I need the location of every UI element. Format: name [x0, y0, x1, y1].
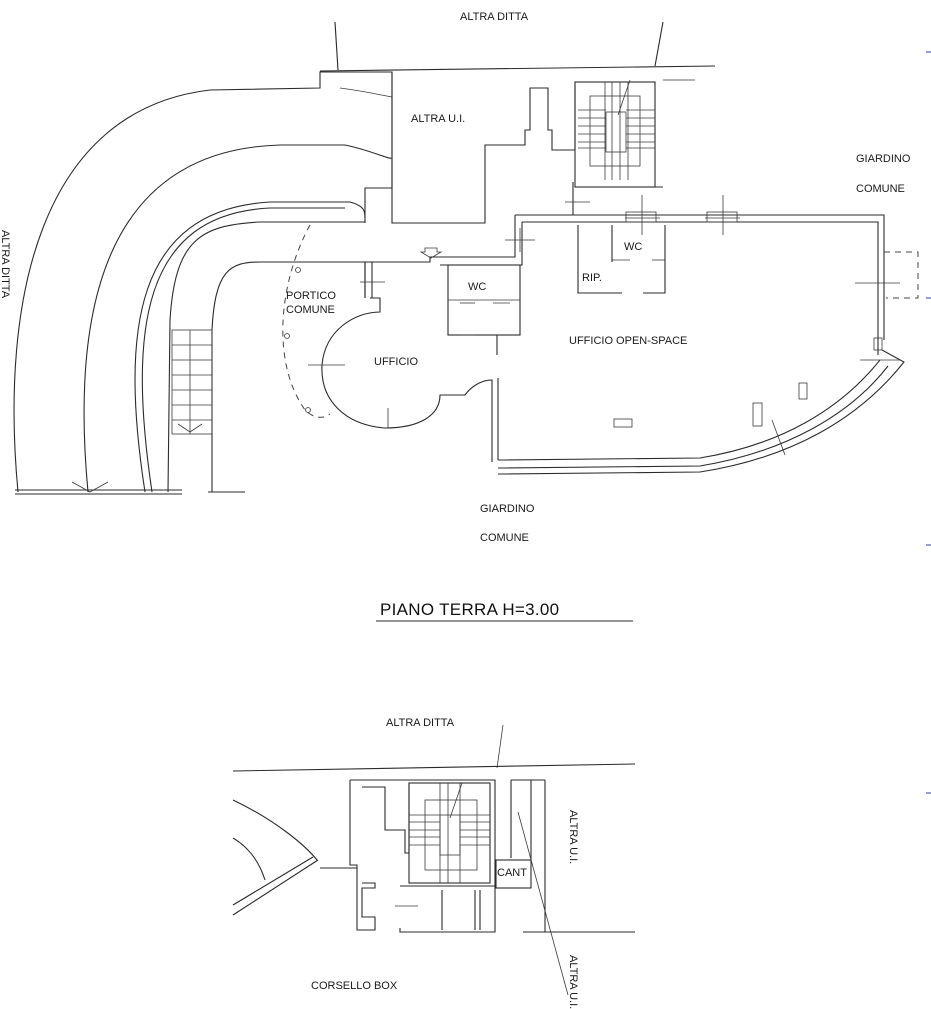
boundary-line [334, 21, 339, 71]
label-basement-other-unit-right: ALTRA U.I. [567, 810, 579, 865]
label-garden-bottom-2: COMUNE [480, 532, 529, 544]
label-basement-other-unit-bottom: ALTRA U.I. [567, 955, 579, 1009]
ramp-arc [232, 799, 318, 861]
cellar-room [495, 859, 532, 889]
label-wc-left: WC [468, 281, 487, 293]
stairwell-bottom [408, 782, 491, 884]
stair-left [171, 329, 213, 435]
label-other-unit: ALTRA U.I. [411, 113, 466, 125]
stairwell-top [574, 81, 656, 188]
label-cellar: CANT [497, 867, 527, 879]
building-outline [515, 214, 885, 340]
portico-arc [282, 224, 331, 418]
label-left-neighbor: ALTRA DITTA [0, 230, 11, 299]
label-garden-right-1: GIARDINO [856, 153, 911, 165]
label-wc-right: WC [624, 241, 643, 253]
floor-title: PIANO TERRA H=3.00 [380, 600, 560, 619]
office-round-wall [321, 297, 493, 462]
label-basement-top-neighbor: ALTRA DITTA [386, 717, 455, 729]
label-open-space: UFFICIO OPEN-SPACE [569, 335, 688, 347]
ramp-outer [13, 71, 393, 493]
label-portico-2: COMUNE [286, 304, 335, 316]
label-garden-right-2: COMUNE [856, 183, 905, 195]
label-garden-bottom-1: GIARDINO [480, 503, 535, 515]
label-driveway: CORSELLO BOX [311, 980, 398, 992]
label-portico-1: PORTICO [286, 290, 336, 302]
label-storage: RIP. [582, 272, 602, 284]
label-top-neighbor: ALTRA DITTA [460, 11, 529, 23]
basement-boundary [232, 763, 636, 772]
label-office: UFFICIO [374, 356, 418, 368]
